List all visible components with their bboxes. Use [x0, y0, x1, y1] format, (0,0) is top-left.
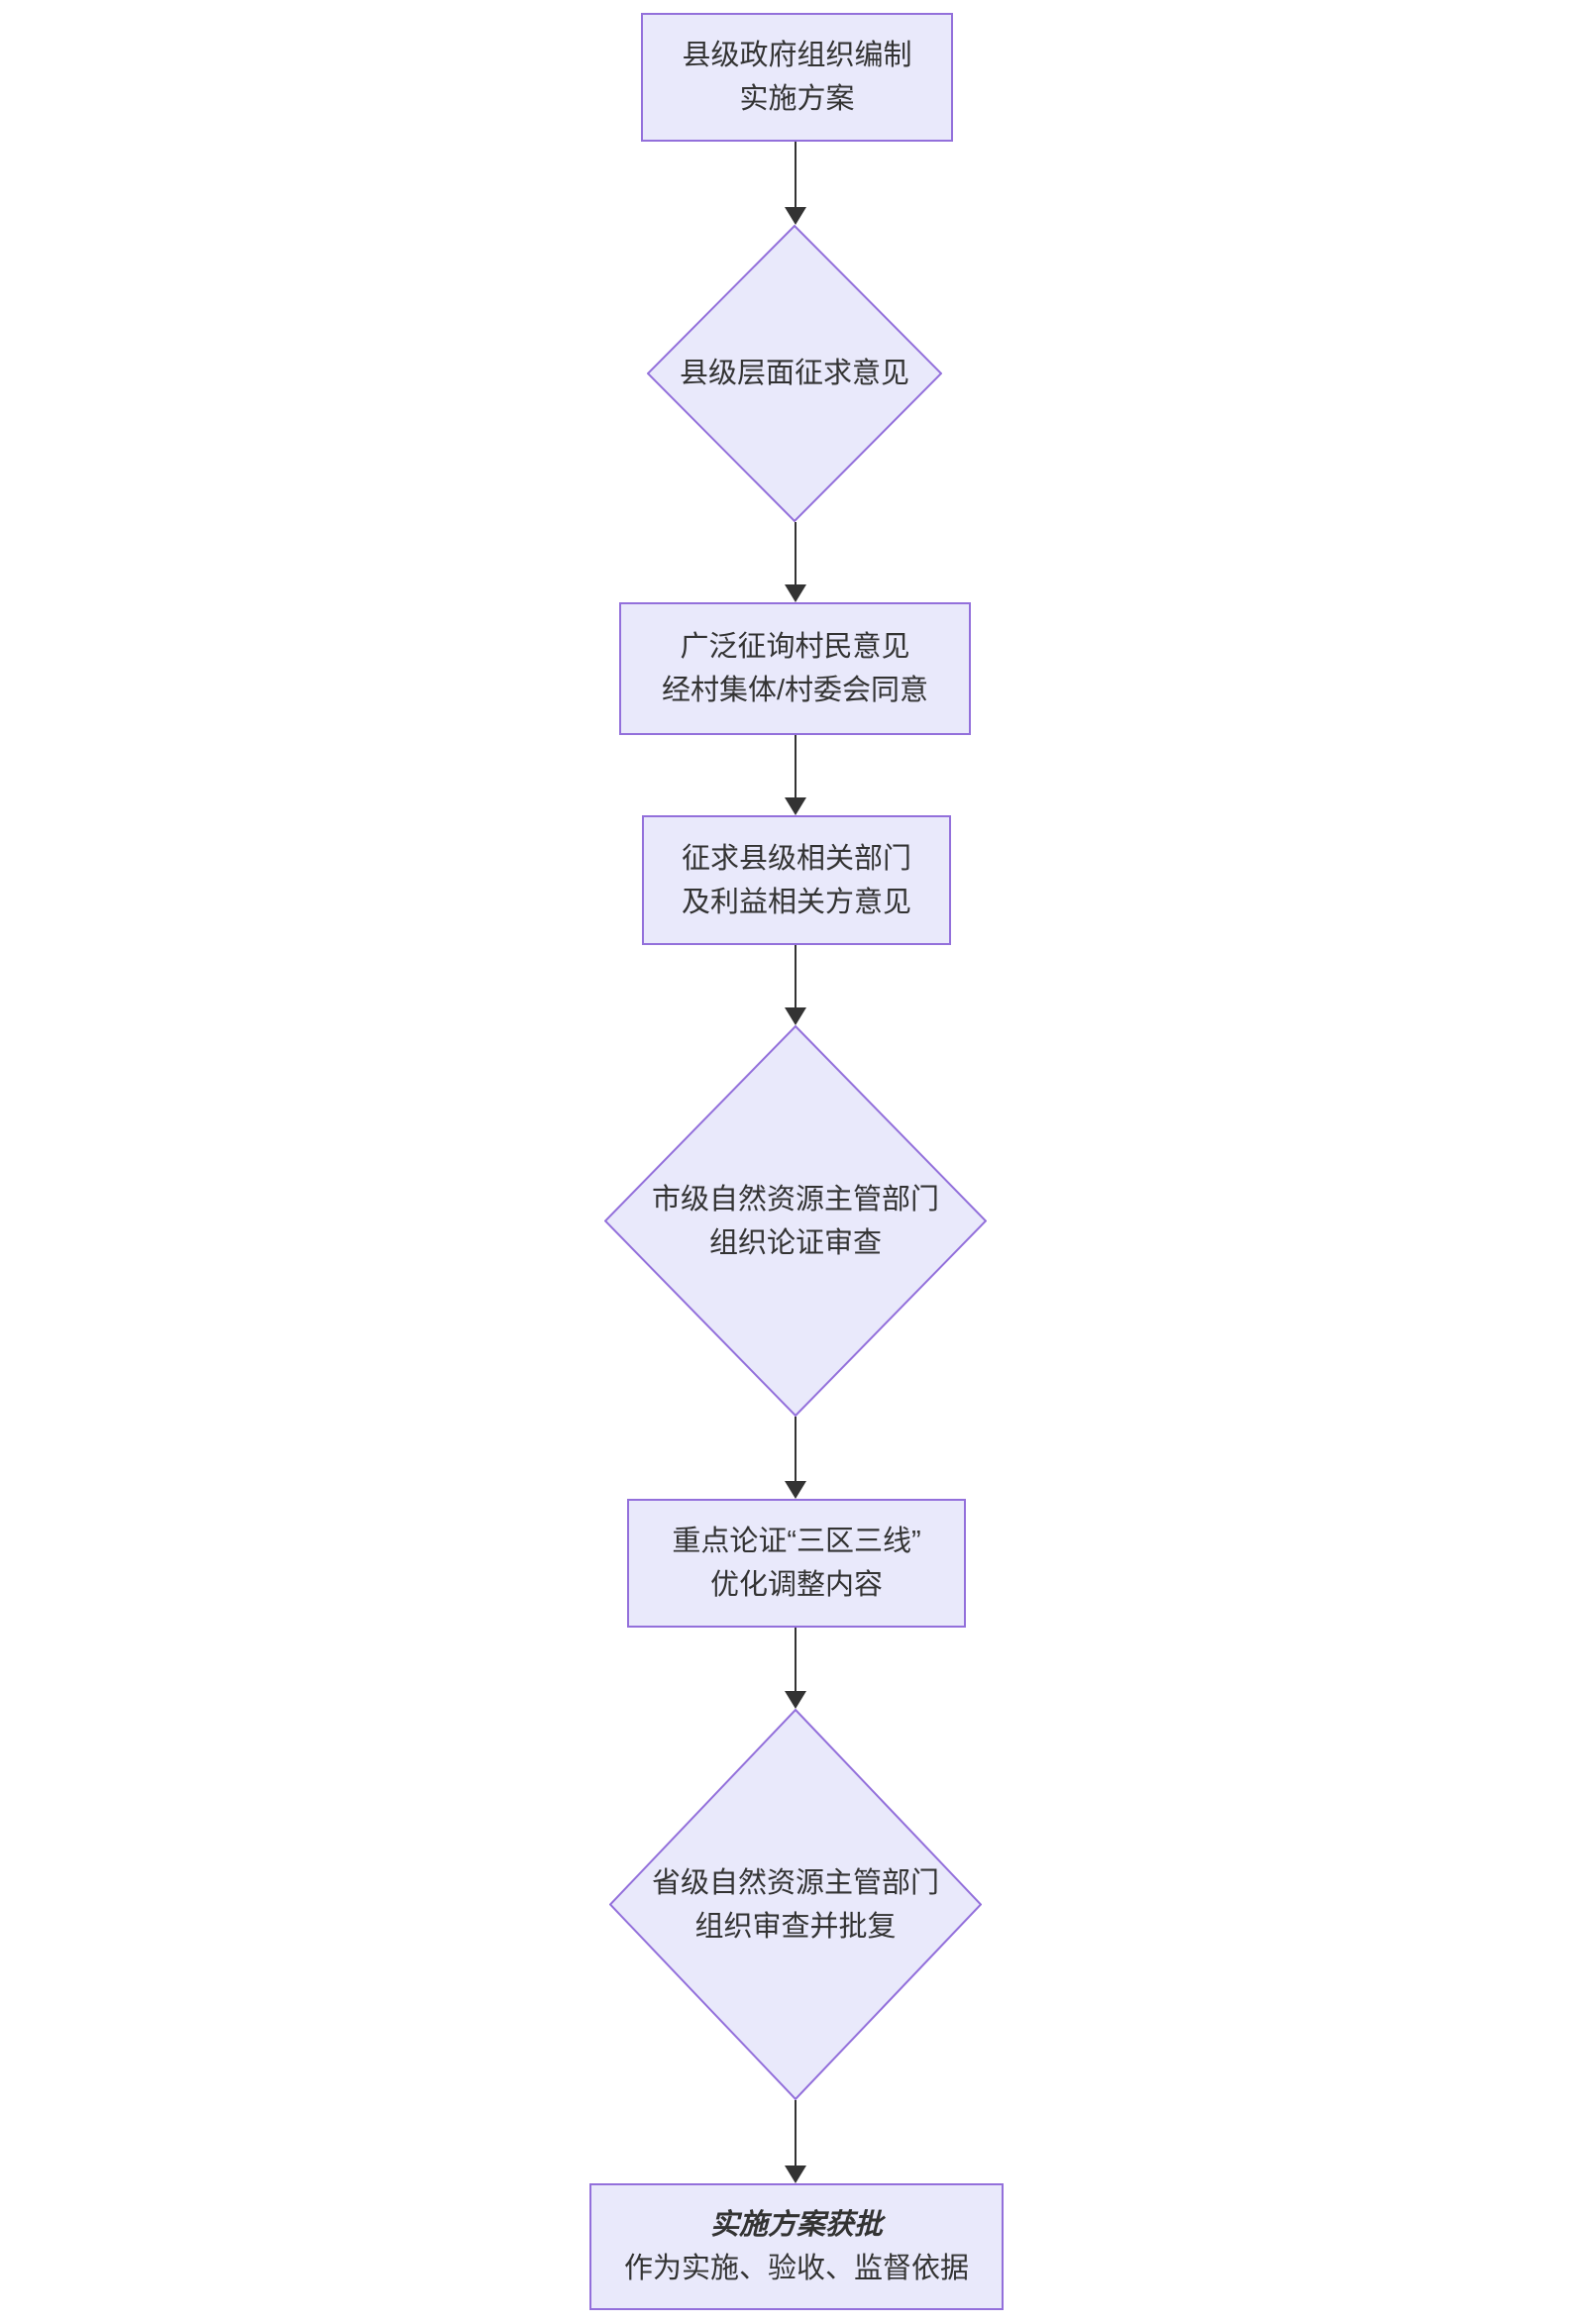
node-label-line: 作为实施、验收、监督依据	[623, 2253, 969, 2284]
diamond-shape	[647, 225, 942, 522]
node-label-line: 优化调整内容	[709, 1569, 883, 1601]
flow-arrow	[785, 1417, 806, 1499]
flow-arrow	[785, 142, 806, 225]
node-villager-consultation: 广泛征询村民意见 经村集体/村委会同意	[619, 602, 971, 735]
node-label-line: 省级自然资源主管部门	[651, 1866, 939, 1899]
node-plan-approved: 实施方案获批 作为实施、验收、监督依据	[589, 2183, 1004, 2310]
node-label-line: 组织论证审查	[708, 1226, 882, 1259]
arrowhead-icon	[785, 1007, 806, 1025]
diamond-shape	[604, 1025, 987, 1417]
arrow-shaft	[795, 522, 796, 584]
arrowhead-icon	[785, 1691, 806, 1709]
node-label-line: 重点论证“三区三线”	[672, 1526, 921, 1557]
arrowhead-icon	[785, 207, 806, 225]
node-label-line: 及利益相关方意见	[681, 886, 911, 918]
arrow-shaft	[795, 1417, 796, 1481]
arrow-shaft	[795, 1628, 796, 1691]
flow-arrow	[785, 522, 806, 602]
node-province-review-approval: 省级自然资源主管部门 组织审查并批复	[609, 1709, 982, 2100]
node-three-zones-three-lines-review: 重点论证“三区三线” 优化调整内容	[627, 1499, 966, 1628]
node-label-line: 县级政府组织编制	[682, 40, 912, 71]
node-county-level-consultation: 县级层面征求意见	[647, 225, 942, 522]
arrow-shaft	[795, 2100, 796, 2166]
arrow-shaft	[795, 735, 796, 797]
arrowhead-icon	[785, 2166, 806, 2183]
flow-arrow	[785, 945, 806, 1025]
arrow-shaft	[795, 945, 796, 1007]
node-label-line: 广泛征询村民意见	[680, 631, 910, 663]
node-label-line: 实施方案	[739, 83, 855, 115]
node-county-departments-opinions: 征求县级相关部门 及利益相关方意见	[642, 815, 951, 945]
arrow-shaft	[795, 142, 796, 207]
node-label-line: 征求县级相关部门	[681, 842, 911, 875]
node-county-gov-drafts-plan: 县级政府组织编制 实施方案	[641, 13, 953, 142]
node-label-line: 实施方案获批	[709, 2209, 883, 2241]
node-label-line: 经村集体/村委会同意	[661, 675, 929, 706]
node-label-line: 县级层面征求意见	[679, 358, 909, 389]
diamond-shape	[609, 1709, 982, 2100]
arrowhead-icon	[785, 797, 806, 815]
flow-arrow	[785, 2100, 806, 2183]
node-label-line: 组织审查并批复	[694, 1910, 897, 1943]
flow-arrow	[785, 735, 806, 815]
arrowhead-icon	[785, 1481, 806, 1499]
node-city-review: 市级自然资源主管部门 组织论证审查	[604, 1025, 987, 1417]
arrowhead-icon	[785, 584, 806, 602]
node-label-line: 市级自然资源主管部门	[651, 1183, 939, 1215]
flow-arrow	[785, 1628, 806, 1709]
